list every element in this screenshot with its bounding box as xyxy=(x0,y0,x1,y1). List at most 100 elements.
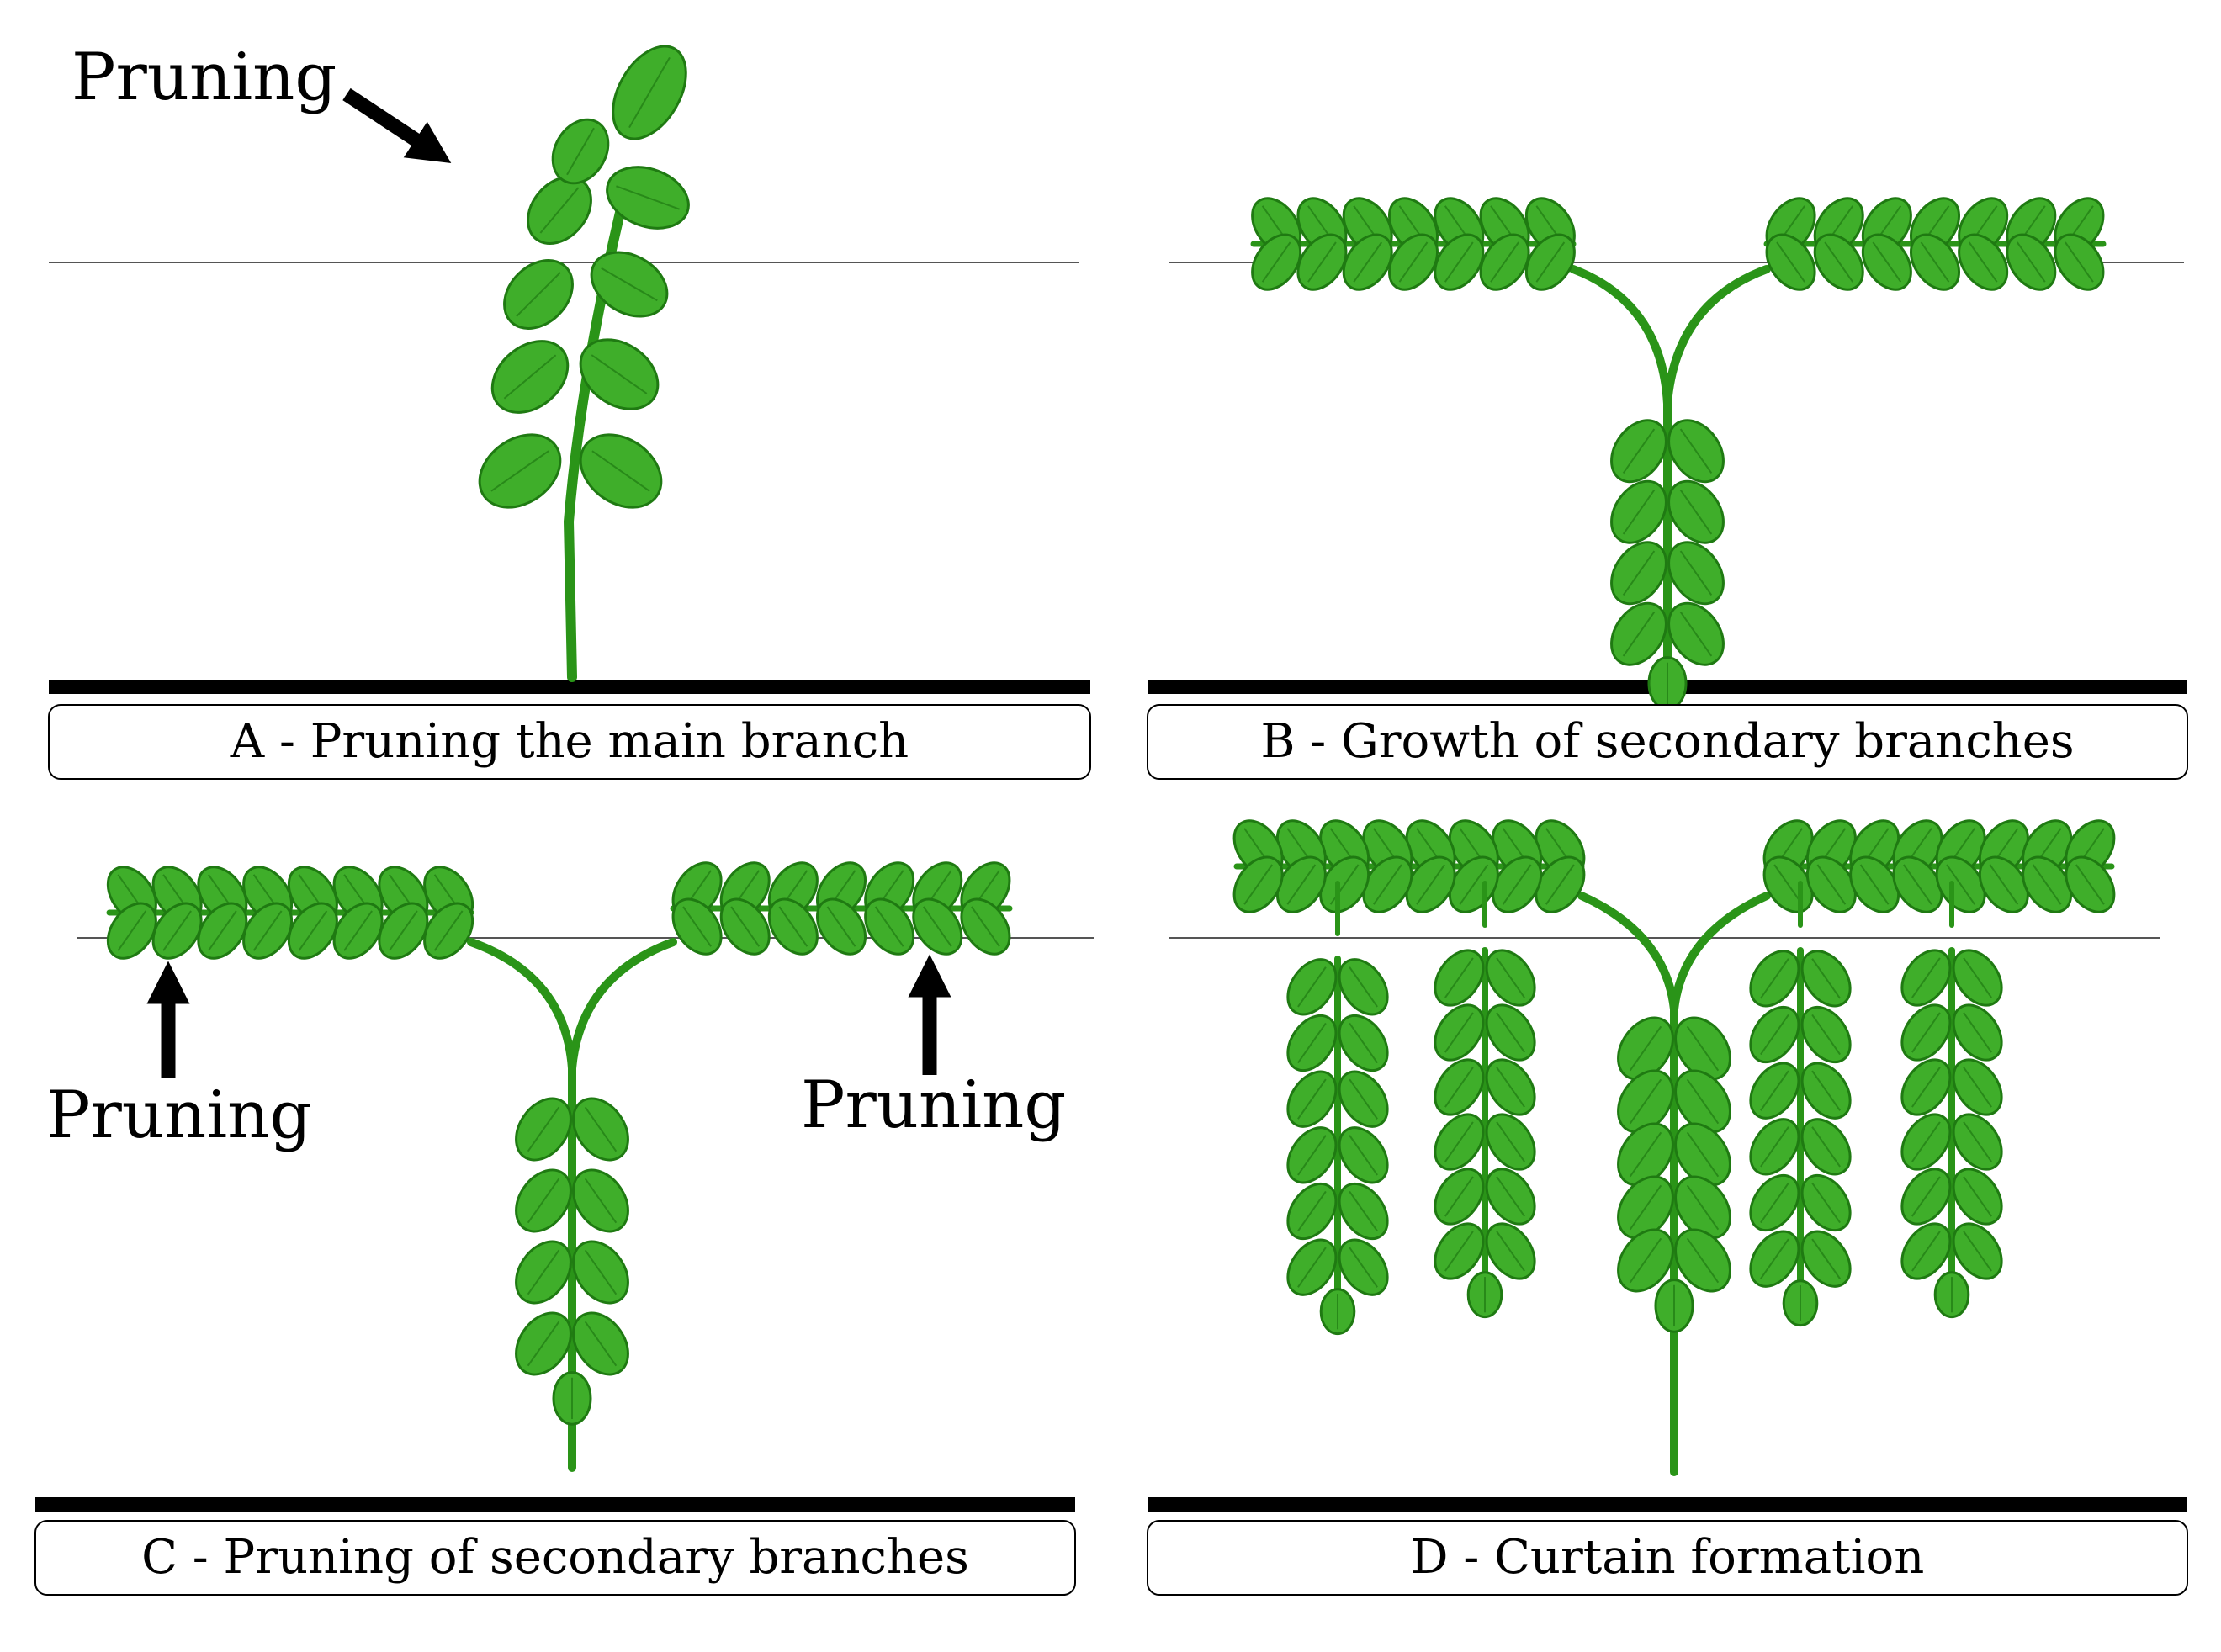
leaf-vein xyxy=(584,1178,618,1224)
leaf-vein xyxy=(527,1106,560,1152)
panel-caption: A - Pruning the main branch xyxy=(230,714,909,769)
leaf-vein xyxy=(1297,1247,1327,1288)
ground-bar xyxy=(49,680,1090,694)
leaf-vein xyxy=(1545,864,1575,905)
leaf-vein xyxy=(1811,1070,1841,1111)
leaf-vein xyxy=(1444,1121,1474,1162)
leaf-vein xyxy=(1243,864,1273,905)
leaf-vein xyxy=(1811,1126,1841,1168)
leaf-vein xyxy=(1963,1231,1992,1272)
leaf-vein xyxy=(616,185,680,210)
leaf-vein xyxy=(1496,1231,1525,1272)
leaf-vein xyxy=(1459,864,1489,905)
leaf-vein xyxy=(584,1106,618,1152)
pruning-label: Pruning xyxy=(72,40,337,115)
leaf-vein xyxy=(1398,241,1429,283)
leaf-vein xyxy=(539,187,580,234)
leaf-vein xyxy=(1444,241,1474,283)
leaf-vein xyxy=(601,267,658,302)
leaf-vein xyxy=(527,1321,560,1367)
leaf-vein xyxy=(389,910,418,951)
leaf-vein xyxy=(490,450,549,492)
leaf-vein xyxy=(1349,1190,1378,1232)
pruning-arrow xyxy=(342,87,452,164)
leaf-vein xyxy=(2016,241,2046,283)
leaf-vein xyxy=(252,910,283,951)
leaf-vein xyxy=(1963,957,1992,998)
leaf-vein xyxy=(1496,1176,1525,1217)
leaf-vein xyxy=(591,450,650,492)
leaf-vein xyxy=(1811,1182,1841,1224)
leaf-vein xyxy=(1760,958,1789,999)
leaf-vein xyxy=(1679,611,1713,657)
leaf-vein xyxy=(1622,550,1656,596)
leaf-vein xyxy=(1297,1190,1327,1232)
pruning-label-left: Pruning xyxy=(46,1078,311,1153)
leaf-vein xyxy=(1920,241,1950,283)
leaf-vein xyxy=(1353,241,1383,283)
leaf-vein xyxy=(1622,489,1656,535)
leaf-vein xyxy=(503,354,557,400)
leaf-vein xyxy=(1444,1231,1474,1272)
leaf-vein xyxy=(298,910,328,951)
panel-d: D - Curtain formation xyxy=(1147,819,2188,1596)
leaf-vein xyxy=(516,272,561,317)
leaf-vein xyxy=(1307,241,1337,283)
leaf-vein xyxy=(1679,428,1713,474)
leaf-vein xyxy=(1760,1182,1789,1224)
leaf-vein xyxy=(1496,1067,1525,1108)
leaf-vein xyxy=(1963,1121,1992,1162)
leaf-vein xyxy=(1622,611,1656,657)
leaf-vein xyxy=(1416,864,1445,905)
plant xyxy=(1250,197,2107,711)
leaf-vein xyxy=(433,910,464,951)
leaf-vein xyxy=(1629,1184,1662,1231)
leaf-vein xyxy=(1496,1012,1525,1053)
leaf-vein xyxy=(1349,1247,1378,1288)
leaf-vein xyxy=(1679,489,1713,535)
leaf-vein xyxy=(1444,1067,1474,1108)
leaf-vein xyxy=(1629,1078,1662,1125)
leaf-vein xyxy=(1760,1126,1789,1168)
leaf-vein xyxy=(1824,241,1854,283)
leaf-vein xyxy=(1911,1121,1941,1162)
leaf-vein xyxy=(730,906,761,947)
caption-box xyxy=(48,704,1091,780)
leaf-vein xyxy=(1946,864,1975,905)
leaf-vein xyxy=(566,127,595,176)
leaf-vein xyxy=(1629,1025,1662,1072)
leaf-vein xyxy=(1444,957,1474,998)
leaf-vein xyxy=(1811,1014,1841,1056)
leaf-vein xyxy=(2032,864,2062,905)
leaf-vein xyxy=(1760,1070,1789,1111)
leaf-vein xyxy=(1297,966,1327,1008)
leaf-vein xyxy=(1686,1078,1720,1125)
leaf-vein xyxy=(1989,864,2019,905)
leaf-vein xyxy=(1811,1238,1841,1279)
leaf-vein xyxy=(1963,1067,1992,1108)
leaf-vein xyxy=(1349,966,1378,1008)
leaf-vein xyxy=(1349,1135,1378,1176)
leaf-vein xyxy=(1963,1012,1992,1053)
leaf-vein xyxy=(2075,864,2105,905)
panel-a: A - Pruning the main branch Pruning xyxy=(48,40,1091,780)
leaf-vein xyxy=(1911,957,1941,998)
leaf-vein xyxy=(1297,1135,1327,1176)
leaf-vein xyxy=(1286,864,1317,905)
leaf-vein xyxy=(971,906,1000,947)
leaf-vein xyxy=(1760,1014,1789,1056)
leaf-vein xyxy=(1816,864,1847,905)
leaf-vein xyxy=(584,1321,618,1367)
leaf-vein xyxy=(343,910,373,951)
leaf-vein xyxy=(1911,1067,1941,1108)
caption-box xyxy=(34,1520,1076,1596)
leaf-vein xyxy=(874,906,904,947)
plant xyxy=(478,45,690,682)
leaf-vein xyxy=(208,910,237,951)
leaf-vein xyxy=(1911,1231,1941,1272)
leaf-vein xyxy=(1261,241,1291,283)
caption-box xyxy=(1147,704,2188,780)
leaf-vein xyxy=(1502,864,1532,905)
caption-box xyxy=(1147,1520,2188,1596)
leaf-vein xyxy=(778,906,808,947)
